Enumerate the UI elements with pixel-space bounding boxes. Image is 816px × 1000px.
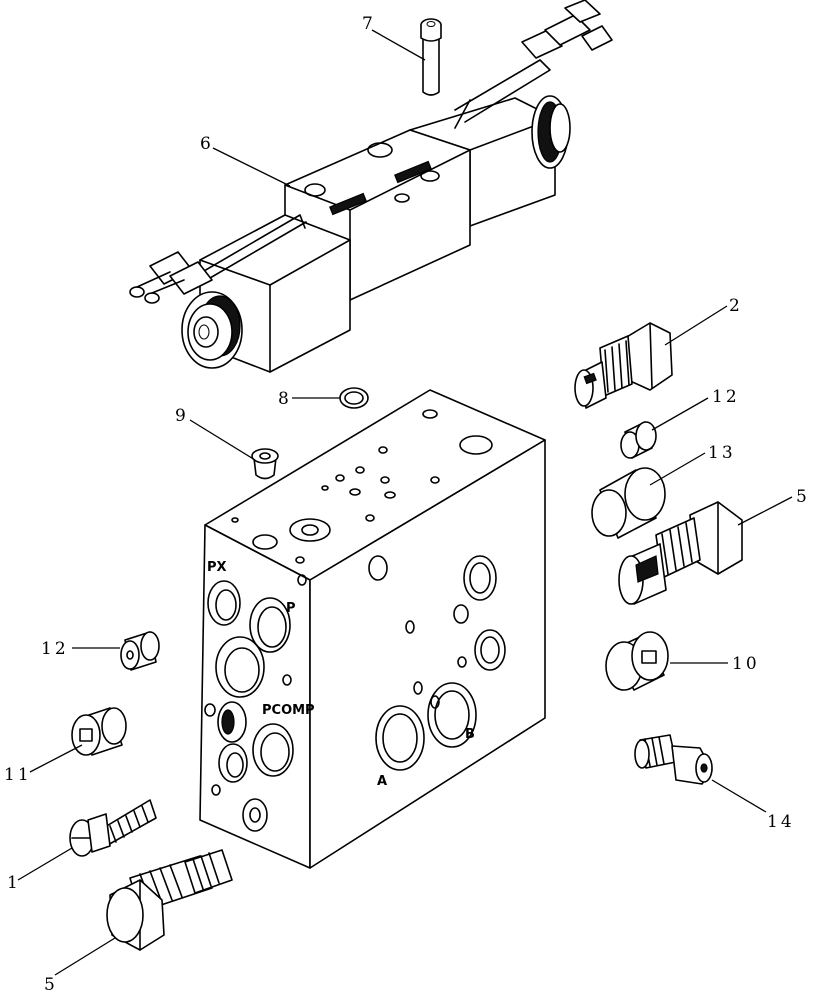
callout-9: 9: [175, 406, 189, 426]
port-label-p: P: [286, 601, 296, 616]
leader-lines: [17, 29, 793, 976]
port-label-pcomp: PCOMP: [262, 703, 315, 718]
plug-part-12-right: [620, 421, 657, 459]
solenoid-valve: [129, 0, 613, 373]
port-label-b: B: [465, 727, 475, 742]
callout-5-top: 5: [796, 487, 810, 507]
manifold-block: PX P PCOMP A B: [199, 389, 546, 869]
plug-part-11: [71, 707, 127, 756]
callout-13: 13: [708, 443, 736, 463]
plug-part-9: [251, 448, 279, 480]
cartridge-valve-part-2: [574, 322, 673, 409]
port-label-a: A: [377, 774, 387, 789]
callout-6: 6: [200, 134, 214, 154]
bolt-part-7: [420, 18, 442, 96]
plug-part-10: [605, 631, 669, 691]
callout-5-bottom: 5: [44, 975, 58, 995]
o-ring-part-8: [339, 387, 369, 409]
plug-part-12-left: [120, 631, 160, 671]
cap-part-13: [591, 467, 666, 539]
callout-1: 1: [7, 873, 21, 893]
callout-14: 14: [767, 812, 795, 832]
needle-valve-part-1: [69, 799, 157, 857]
callout-7: 7: [362, 14, 376, 34]
port-label-px: PX: [207, 560, 227, 575]
callout-12-right: 12: [712, 387, 740, 407]
callout-11: 11: [4, 765, 32, 785]
callout-2: 2: [729, 296, 743, 316]
cartridge-valve-part-5-bottom: [106, 849, 233, 951]
callout-8: 8: [278, 389, 292, 409]
fitting-part-14: [634, 734, 713, 785]
callout-12-left: 12: [41, 639, 69, 659]
cartridge-valve-part-5-right: [618, 501, 743, 605]
callout-10: 10: [732, 654, 760, 674]
